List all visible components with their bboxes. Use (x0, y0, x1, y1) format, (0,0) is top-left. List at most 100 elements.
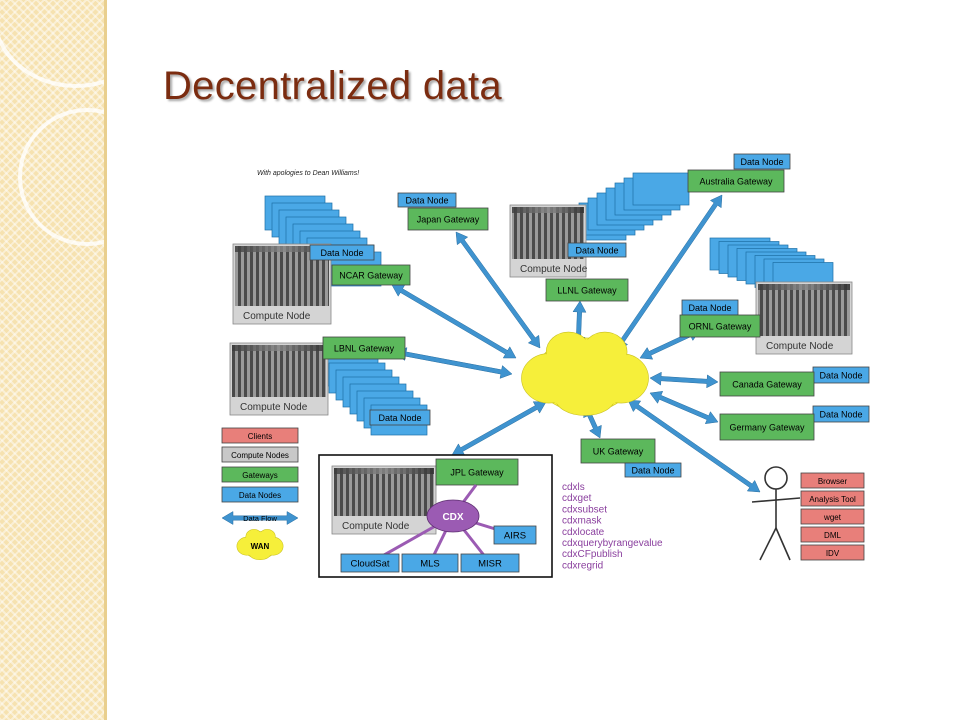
cdx-command: cdxsubset (562, 504, 607, 515)
arrow-lbnl (394, 347, 513, 379)
decorative-sidebar (0, 0, 106, 720)
ncar-gateway-label: NCAR Gateway (339, 271, 403, 281)
client-tool-idv (800, 544, 865, 561)
ornl-compute-node: Compute Node (755, 281, 853, 355)
client-tool-dml (800, 526, 865, 543)
client-tool-idv-label: IDV (826, 549, 840, 558)
ncar-gateway (331, 264, 411, 286)
lbnl-compute-node-rack-top (232, 345, 326, 351)
ornl-compute-node-label: Compute Node (766, 341, 834, 352)
client-tool-wget (800, 508, 865, 525)
uk-gateway-label: UK Gateway (593, 447, 644, 457)
ornl-data-node-label: Data Node (688, 303, 731, 313)
legend-wan-cloud-fill (249, 547, 271, 560)
mls-box-label: MLS (420, 559, 440, 570)
llnl-data-node (567, 242, 627, 258)
ncar-data-node (309, 244, 375, 261)
jpl-compute-node-racks (334, 468, 434, 516)
ornl-compute-node-racks (758, 284, 850, 336)
lbnl-gateway (322, 336, 406, 360)
uk-data-node (624, 462, 682, 478)
client-tool-analysis-tool (800, 490, 865, 507)
llnl-compute-node-label: Compute Node (520, 264, 588, 275)
ornl-gateway (679, 314, 761, 338)
jpl-gateway-label: JPL Gateway (450, 468, 504, 478)
jpl-compute-node-rack-top (334, 468, 434, 474)
cdx-command: cdxlocate (562, 527, 605, 538)
jpl-compute-node-label: Compute Node (342, 521, 410, 532)
jpl-gateway (435, 458, 519, 486)
legend-compute-nodes-label: Compute Nodes (231, 451, 289, 460)
client-tool-browser-label: Browser (818, 477, 848, 486)
legend-gateways-label: Gateways (242, 471, 278, 480)
jpl-panel (318, 454, 553, 578)
misr-box-label: MISR (478, 559, 502, 570)
apology-note: With apologies to Dean Williams! (257, 170, 359, 177)
lbnl-gateway-label: LBNL Gateway (334, 344, 395, 354)
figure-head (764, 466, 788, 490)
germany-gateway (719, 413, 815, 441)
legend-data-flow-label: Data Flow (243, 514, 277, 523)
cdx-hub-label: CDX (442, 512, 463, 523)
arrow-ncar (391, 284, 517, 359)
legend-data-flow-arrow (221, 511, 299, 525)
legend-gateways (221, 466, 299, 483)
client-tool-dml-label: DML (824, 531, 841, 540)
llnl-gateway (545, 278, 629, 302)
figure-left-leg (759, 527, 777, 561)
llnl-compute-node-rack-top (512, 207, 584, 213)
wan-cloud-fill (556, 381, 614, 415)
uk-data-node-label: Data Node (631, 466, 674, 476)
ornl-gateway-label: ORNL Gateway (689, 322, 752, 332)
misr-box (460, 553, 520, 573)
llnl-stack-sheet (632, 172, 690, 206)
arrow-germany (649, 390, 719, 425)
cdx-command: cdxregrid (562, 560, 603, 571)
cloudsat-box (340, 553, 400, 573)
japan-gateway (407, 207, 489, 231)
australia-gateway (687, 169, 785, 193)
japan-data-node-label: Data Node (405, 196, 448, 206)
ornl-compute-node-rack-top (758, 284, 850, 290)
arrow-japan (455, 231, 541, 349)
japan-data-node (397, 192, 457, 208)
cloudsat-box-label: CloudSat (350, 559, 389, 570)
legend-data-nodes-label: Data Nodes (239, 491, 281, 500)
ncar-compute-node-rack-top (235, 246, 329, 252)
cdx-command: cdxmask (562, 516, 602, 527)
ncar-data-node-label: Data Node (320, 248, 363, 258)
canada-gateway-label: Canada Gateway (732, 380, 802, 390)
australia-gateway-label: Australia Gateway (699, 177, 773, 187)
figure-right-leg (775, 527, 791, 561)
sidebar-edge (104, 0, 107, 720)
canada-gateway (719, 371, 815, 397)
arrow-jpl (451, 401, 547, 456)
legend-wan-cloud (236, 529, 284, 561)
arrow-client (627, 399, 761, 493)
legend-clients (221, 427, 299, 444)
mls-box (401, 553, 459, 573)
uk-gateway (580, 438, 656, 464)
wan-cloud-fill (583, 332, 627, 371)
legend-data-nodes (221, 486, 299, 503)
airs-box (493, 525, 537, 545)
lbnl-data-node (369, 409, 431, 426)
cdx-hub (426, 499, 480, 533)
llnl-data-node-label: Data Node (575, 246, 618, 256)
client-tool-browser (800, 472, 865, 489)
legend-compute-nodes (221, 446, 299, 463)
cdx-command: cdxquerybyrangevalue (562, 538, 663, 549)
page-title: Decentralized data (163, 64, 502, 108)
legend-wan-label: WAN (251, 542, 270, 551)
cdx-command: cdxget (562, 493, 592, 504)
germany-gateway-label: Germany Gateway (729, 423, 805, 433)
lbnl-data-node-label: Data Node (378, 413, 421, 423)
client-user-figure (751, 466, 801, 561)
arrow-canada (649, 371, 719, 389)
canada-data-node-label: Data Node (819, 371, 862, 381)
airs-box-label: AIRS (504, 531, 526, 542)
legend-wan-cloud-fill (259, 529, 275, 544)
data-flow-arrows (221, 194, 761, 525)
japan-gateway-label: Japan Gateway (417, 215, 480, 225)
